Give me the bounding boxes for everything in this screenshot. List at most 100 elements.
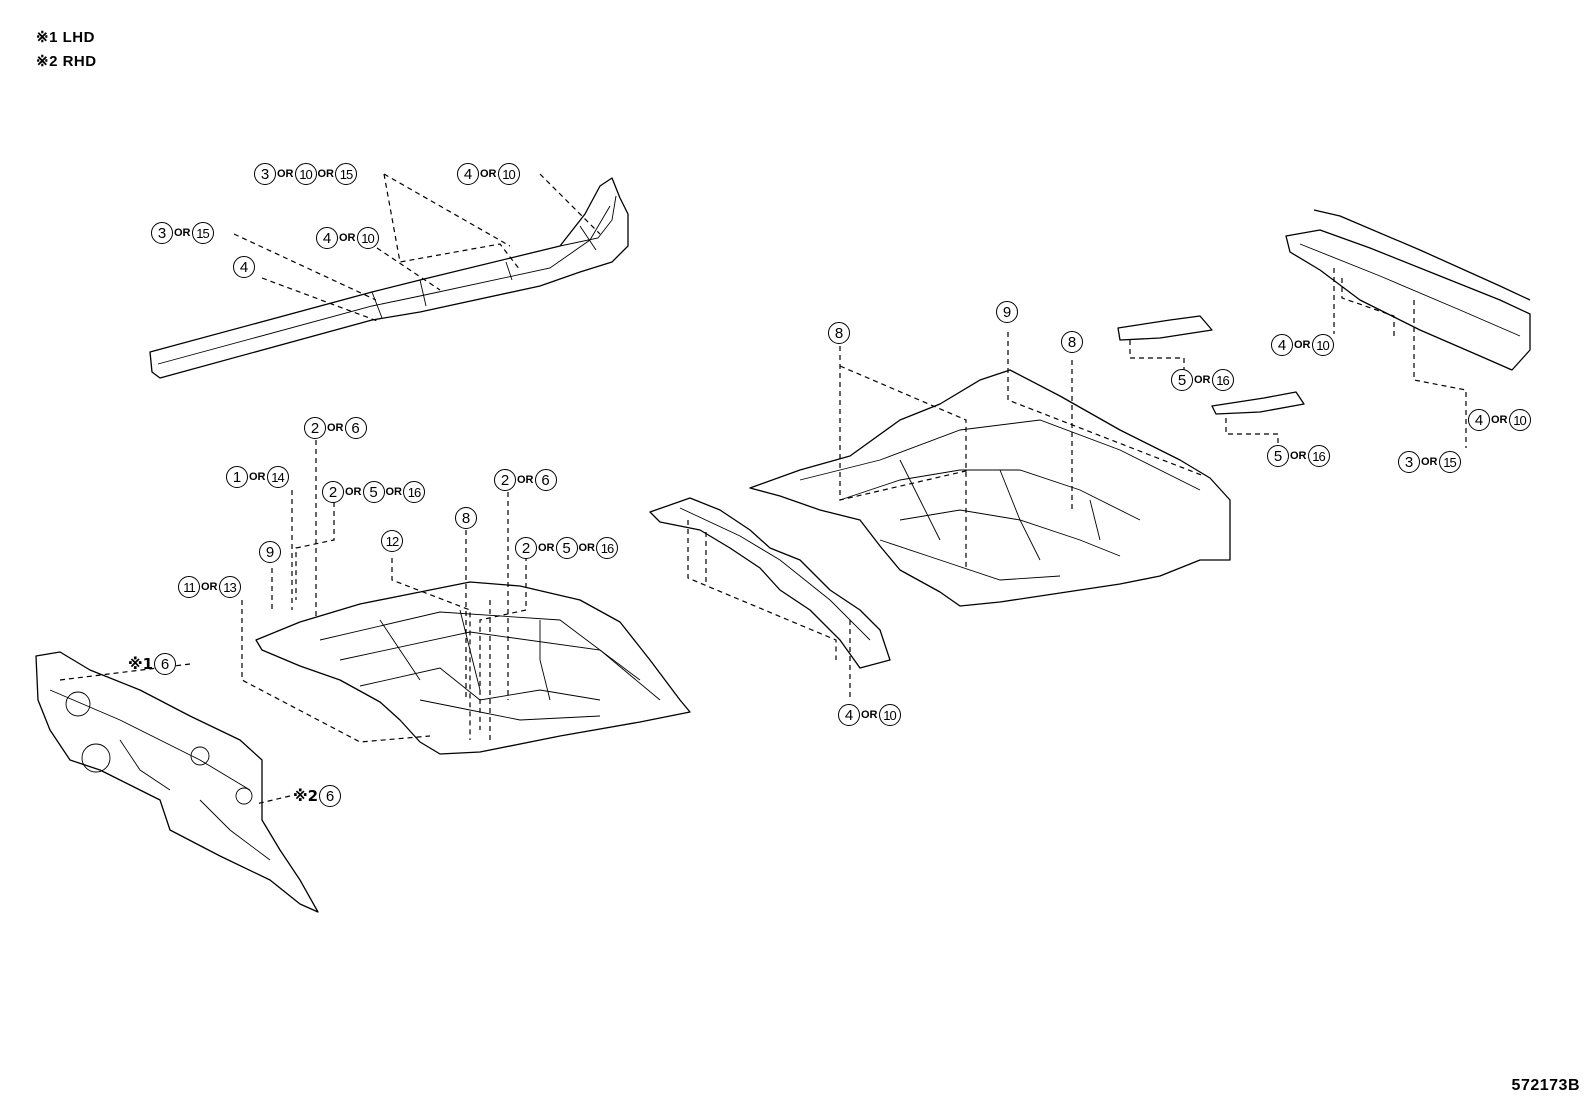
or-connector: OR (1290, 449, 1307, 462)
part-number-badge: 10 (878, 704, 901, 726)
part-number-badge: 2 (494, 469, 516, 491)
part-number-badge: 8 (1061, 331, 1083, 353)
part-number-badge: 2 (304, 417, 326, 439)
part-number-badge: 5 (555, 537, 578, 559)
callout-9-rear: 9 (996, 301, 1018, 323)
callout-9-front: 9 (259, 541, 281, 563)
leader-lines (59, 173, 1467, 805)
or-connector: OR (578, 541, 596, 554)
part-number-badge: 16 (1307, 445, 1330, 467)
callout-4-rocker: 4 (233, 256, 255, 278)
part-number-badge: 3 (151, 222, 173, 244)
part-number-badge: 3 (254, 163, 276, 185)
part-number-badge: 16 (596, 537, 618, 559)
rocker-panel-assembly (149, 177, 629, 379)
part-number-badge: 3 (1398, 451, 1420, 473)
callout-8-rear-left: 8 (828, 322, 850, 344)
part-number-badge: 10 (1508, 409, 1531, 431)
part-number-badge: 16 (403, 481, 425, 503)
or-connector: OR (1194, 373, 1211, 386)
floor-brackets (1117, 315, 1305, 415)
or-connector: OR (174, 226, 191, 239)
or-connector: OR (1491, 413, 1508, 426)
figure-number: 572173B (1511, 1077, 1580, 1094)
or-connector: OR (317, 167, 335, 180)
part-number-badge: 8 (828, 322, 850, 344)
part-number-badge: 4 (233, 256, 255, 278)
part-number-badge: 8 (455, 507, 477, 529)
rear-floor-pan (749, 369, 1231, 607)
part-number-badge: 10 (497, 163, 520, 185)
or-connector: OR (1421, 455, 1438, 468)
part-number-badge: 1 (226, 466, 248, 488)
rear-cross-member (1285, 209, 1531, 371)
or-connector: OR (538, 541, 555, 554)
part-number-badge: 9 (259, 541, 281, 563)
part-number-badge: 4 (316, 227, 338, 249)
front-floor-pan (255, 581, 691, 755)
part-number-badge: 9 (996, 301, 1018, 323)
part-number-badge: 2 (515, 537, 537, 559)
or-connector: OR (327, 421, 344, 434)
part-number-badge: 14 (266, 466, 289, 488)
note-mark: ※1 (128, 654, 154, 673)
part-number-badge: 11 (178, 576, 200, 598)
part-number-badge: 10 (294, 163, 317, 185)
part-number-badge: 4 (838, 704, 860, 726)
part-number-badge: 15 (1438, 451, 1461, 473)
tunnel-reinforcement (649, 497, 891, 669)
part-number-badge: 12 (381, 530, 403, 552)
part-number-badge: 4 (1271, 334, 1293, 356)
part-number-badge: 6 (344, 417, 367, 439)
part-number-badge: 13 (218, 576, 241, 598)
part-number-badge: 10 (1311, 334, 1334, 356)
part-number-badge: 6 (319, 785, 342, 807)
or-connector: OR (339, 231, 356, 244)
legend-rhd: ※2 RHD (36, 53, 97, 70)
or-connector: OR (201, 580, 218, 593)
or-connector: OR (480, 167, 497, 180)
or-connector: OR (1294, 338, 1311, 351)
part-number-badge: 2 (322, 481, 344, 503)
part-number-badge: 4 (1468, 409, 1490, 431)
part-number-badge: 4 (457, 163, 479, 185)
part-number-badge: 5 (1171, 369, 1193, 391)
part-number-badge: 6 (154, 653, 177, 675)
callout-8-rear-right: 8 (1061, 331, 1083, 353)
or-connector: OR (861, 708, 878, 721)
legend-lhd: ※1 LHD (36, 29, 95, 46)
or-connector: OR (249, 470, 266, 483)
note-mark: ※2 (293, 786, 319, 805)
or-connector: OR (277, 167, 294, 180)
dash-panel (35, 651, 319, 913)
callout-12: 12 (381, 530, 403, 552)
part-number-badge: 5 (362, 481, 385, 503)
part-number-badge: 16 (1211, 369, 1234, 391)
callout-8-front: 8 (455, 507, 477, 529)
part-number-badge: 15 (335, 163, 357, 185)
part-number-badge: 10 (356, 227, 379, 249)
part-number-badge: 6 (534, 469, 557, 491)
part-number-badge: 5 (1267, 445, 1289, 467)
part-number-badge: 15 (191, 222, 214, 244)
or-connector: OR (345, 485, 362, 498)
